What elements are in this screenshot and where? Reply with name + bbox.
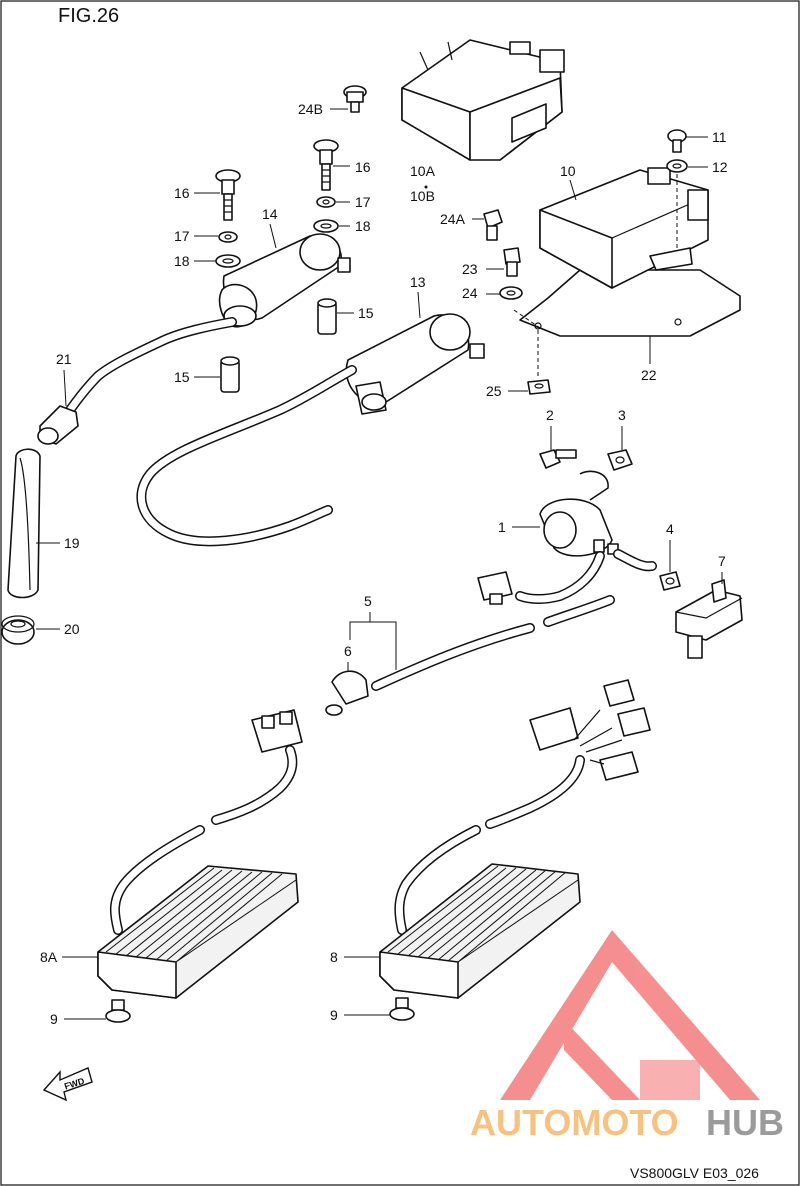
- callout-16-right: 16: [355, 159, 371, 175]
- plug-boot-19[interactable]: [7, 448, 41, 599]
- regulator-connector-8a[interactable]: [251, 709, 303, 753]
- callout-11: 11: [712, 129, 727, 145]
- bolt-23[interactable]: [503, 247, 521, 277]
- callout-10: 10: [560, 163, 576, 179]
- callout-8a: 8A: [40, 949, 58, 965]
- screw-24b[interactable]: [343, 85, 367, 113]
- terminal-cover-7[interactable]: [675, 579, 743, 659]
- regulator-rectifier-8[interactable]: [379, 863, 581, 999]
- callout-3: 3: [618, 407, 626, 423]
- plug-cap-21[interactable]: [37, 405, 79, 445]
- callout-17-right: 17: [355, 194, 371, 210]
- washer-17-left[interactable]: [218, 231, 238, 243]
- callout-6: 6: [344, 643, 352, 659]
- bolt-24a[interactable]: [483, 209, 503, 241]
- callout-9-right: 9: [330, 1007, 338, 1023]
- nut-4[interactable]: [659, 571, 681, 591]
- washer-17-right[interactable]: [316, 196, 336, 208]
- nut-25[interactable]: [527, 379, 551, 395]
- footer-code: VS800GLV E03_026: [630, 1165, 759, 1181]
- callout-15-lower: 15: [174, 369, 190, 385]
- regulator-rectifier-8a[interactable]: [97, 865, 299, 999]
- figure-title: FIG.26: [58, 5, 119, 27]
- callout-23: 23: [462, 261, 478, 277]
- bracket-22[interactable]: [519, 269, 741, 337]
- callout-18-left: 18: [174, 253, 190, 269]
- bolt-9-right[interactable]: [389, 997, 415, 1021]
- bolt-16-left[interactable]: [215, 169, 241, 221]
- callout-8: 8: [330, 949, 338, 965]
- fwd-arrow-icon: FWD: [42, 1067, 93, 1102]
- bolt-9-left[interactable]: [105, 999, 131, 1023]
- bolt-16-right[interactable]: [313, 139, 339, 191]
- nut-3[interactable]: [607, 449, 633, 471]
- callout-7: 7: [718, 553, 726, 569]
- callout-19: 19: [64, 535, 80, 551]
- callout-15-upper: 15: [358, 305, 374, 321]
- callout-24b: 24B: [298, 101, 323, 117]
- spacer-15-lower[interactable]: [220, 356, 240, 393]
- callout-17-left: 17: [174, 228, 190, 244]
- callout-25: 25: [486, 383, 502, 399]
- callout-21: 21: [56, 351, 72, 367]
- callout-24: 24: [462, 285, 478, 301]
- relay-connector[interactable]: [477, 571, 513, 605]
- callout-14: 14: [262, 206, 278, 222]
- washer-18-left[interactable]: [215, 254, 241, 268]
- watermark-logo: AUTOMOTO HUB: [470, 930, 784, 1143]
- callout-24a: 24A: [440, 211, 466, 227]
- callout-4: 4: [666, 521, 674, 537]
- starter-relay-1[interactable]: [539, 470, 619, 557]
- regulator-connectors-8[interactable]: [529, 679, 651, 781]
- callout-13: 13: [410, 274, 426, 290]
- seal-20[interactable]: [1, 615, 35, 645]
- callout-9-left: 9: [50, 1011, 58, 1027]
- callout-22: 22: [641, 367, 657, 383]
- callout-16-left: 16: [174, 185, 190, 201]
- callout-1: 1: [498, 519, 506, 535]
- callout-10a: 10A: [410, 163, 436, 179]
- spacer-15-upper[interactable]: [317, 298, 337, 335]
- callout-12: 12: [712, 159, 728, 175]
- ground-terminal-6[interactable]: [325, 670, 369, 716]
- screw-11[interactable]: [667, 129, 687, 153]
- ecu-unit-10[interactable]: [539, 167, 709, 289]
- washer-24[interactable]: [499, 286, 523, 300]
- ignition-coil-14[interactable]: [218, 233, 351, 328]
- washer-18-right[interactable]: [313, 219, 339, 233]
- washer-12[interactable]: [666, 159, 688, 173]
- callout-18-right: 18: [355, 218, 371, 234]
- watermark-text-primary: AUTOMOTO: [470, 1102, 679, 1143]
- callout-5: 5: [364, 593, 372, 609]
- callout-10b: 10B: [410, 188, 435, 204]
- bolt-2[interactable]: [539, 449, 577, 469]
- ignition-coil-13[interactable]: [345, 313, 485, 415]
- callout-2: 2: [546, 407, 554, 423]
- callout-20: 20: [64, 621, 80, 637]
- watermark-text-secondary: HUB: [706, 1102, 784, 1143]
- ecu-unit-10a[interactable]: [401, 39, 565, 161]
